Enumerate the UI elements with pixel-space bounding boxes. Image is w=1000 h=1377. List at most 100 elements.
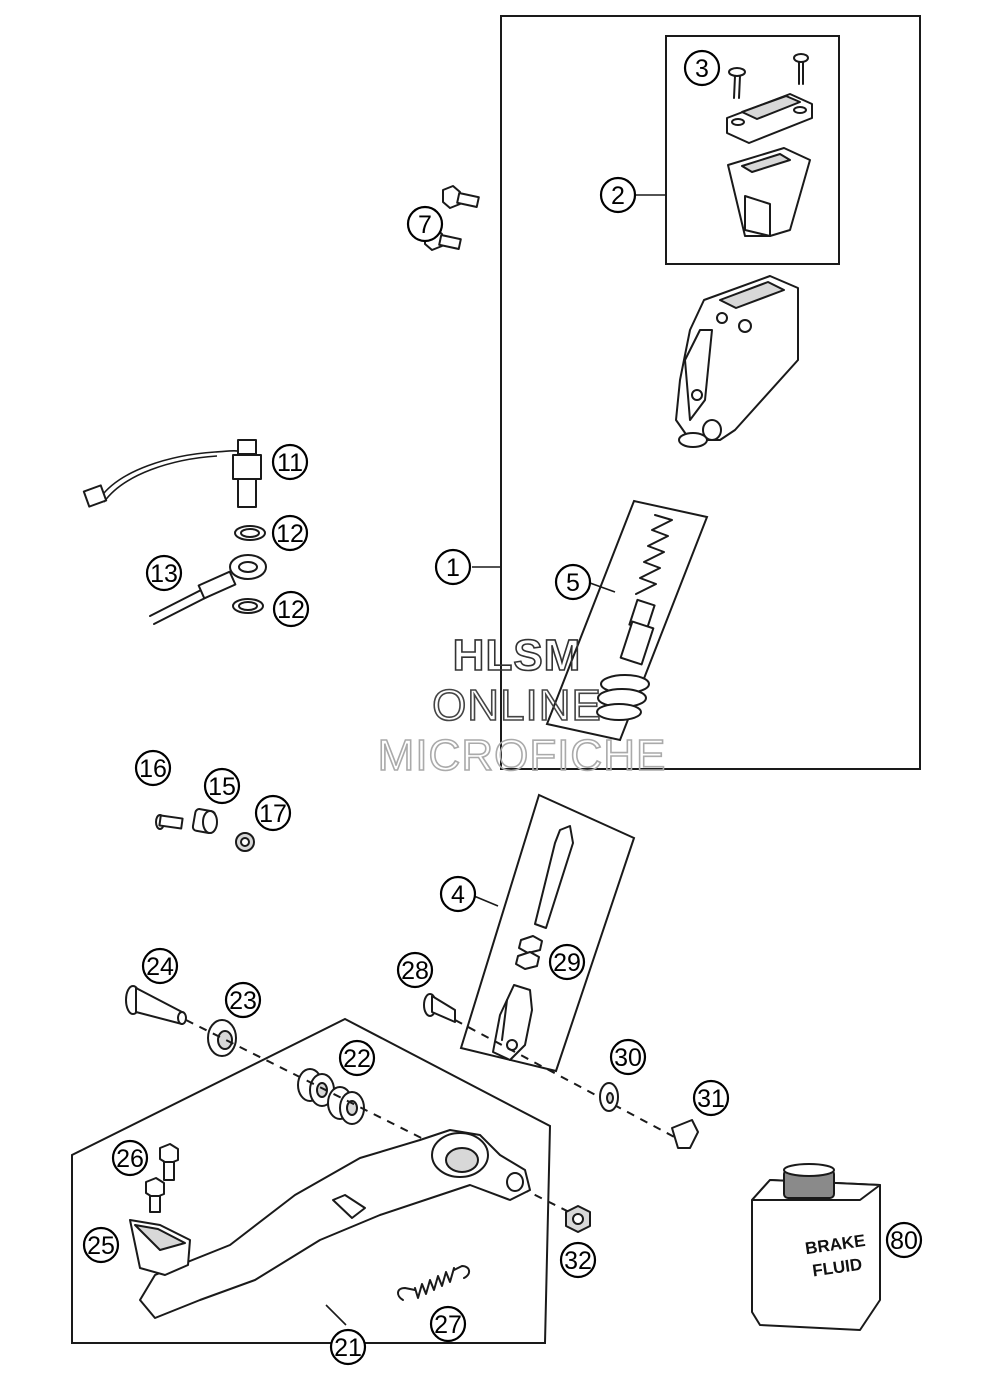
piston-spring: [635, 514, 673, 595]
callout-number: 80: [890, 1227, 918, 1255]
clevis-washer: [599, 1082, 619, 1112]
callout-80: 80: [885, 1221, 923, 1259]
watermark-line3: MICROFICHE: [378, 731, 667, 780]
pushrod-frame: [459, 793, 636, 1073]
callout-circle: [254, 794, 292, 832]
callout-number: 12: [276, 520, 304, 548]
callout-number: 15: [208, 773, 236, 801]
watermark-line1: HLSM: [453, 631, 582, 680]
callout-circle: [272, 590, 310, 628]
pin: [155, 814, 184, 830]
master-cylinder-body: [675, 275, 799, 448]
callout-number: 31: [697, 1085, 725, 1113]
callout-12: 12: [271, 514, 309, 552]
callout-7: 7: [406, 205, 444, 243]
callout-number: 26: [116, 1145, 144, 1173]
piston-kit-frame: [545, 499, 709, 742]
callout-number: 28: [401, 957, 429, 985]
callout-11: 11: [271, 443, 309, 481]
callout-15: 15: [203, 767, 241, 805]
assembly-axis-clevis: [454, 1019, 681, 1141]
step-bolt-lower: [145, 1177, 165, 1213]
callout-circle: [559, 1241, 597, 1279]
callout-circle: [329, 1328, 367, 1366]
clevis-pin: [423, 993, 456, 1023]
callout-29: 29: [548, 943, 586, 981]
cotter-pin: [671, 1119, 699, 1149]
callout-31: 31: [692, 1079, 730, 1117]
push-rod: [534, 825, 574, 929]
callout-22: 22: [338, 1039, 376, 1077]
callout-5: 5: [554, 563, 592, 601]
callout-number: 27: [434, 1311, 462, 1339]
sealing-washer-lower: [232, 598, 264, 614]
callout-circle: [271, 514, 309, 552]
callout-number: 2: [611, 182, 625, 210]
reservoir-cover: [726, 93, 813, 144]
brake-fluid-bottle: BRAKE FLUID: [751, 1163, 881, 1331]
callout-circle: [271, 443, 309, 481]
callout-number: 29: [553, 949, 581, 977]
callout-number: 25: [87, 1232, 115, 1260]
callout-circle: [145, 554, 183, 592]
callout-circle: [599, 176, 637, 214]
callout-circle: [224, 981, 262, 1019]
callout-circle: [554, 563, 592, 601]
callout-26: 26: [111, 1139, 149, 1177]
pivot-washer: [207, 1019, 237, 1057]
callout-30: 30: [609, 1038, 647, 1076]
callout-number: 32: [564, 1247, 592, 1275]
callout-3: 3: [683, 49, 721, 87]
callout-number: 7: [418, 211, 432, 239]
brake-light-switch: [82, 439, 262, 508]
sealing-washer-upper: [234, 525, 266, 541]
callout-circle: [396, 951, 434, 989]
return-spring: [397, 1265, 470, 1301]
callout-number: 24: [146, 953, 174, 981]
brake-line: [149, 554, 267, 625]
callout-17: 17: [254, 794, 292, 832]
callout-25: 25: [82, 1226, 120, 1264]
callout-32: 32: [559, 1241, 597, 1279]
footrest-tip: [129, 1219, 191, 1276]
clevis: [492, 984, 533, 1061]
reservoir-cover-frame: [665, 35, 840, 265]
callout-circle: [548, 943, 586, 981]
callout-number: 4: [451, 881, 465, 909]
callout-number: 21: [334, 1334, 362, 1362]
callout-circle: [134, 749, 172, 787]
callout-circle: [82, 1226, 120, 1264]
callout-circle: [434, 548, 472, 586]
callout-4: 4: [439, 875, 477, 913]
callout-circle: [141, 947, 179, 985]
callout-circle: [439, 875, 477, 913]
callout-number: 12: [277, 596, 305, 624]
callout-2: 2: [599, 176, 637, 214]
callout-circle: [111, 1139, 149, 1177]
callout-16: 16: [134, 749, 172, 787]
callout-number: 22: [343, 1045, 371, 1073]
bushing: [191, 808, 218, 834]
brake-pedal-frame: [71, 1017, 552, 1344]
step-bolt-upper: [159, 1143, 179, 1181]
callout-circle: [609, 1038, 647, 1076]
callout-number: 13: [150, 560, 178, 588]
callout-number: 17: [259, 800, 287, 828]
leader-lines: [325, 194, 666, 1326]
callout-13: 13: [145, 554, 183, 592]
callout-21: 21: [329, 1328, 367, 1366]
callout-12: 12: [272, 590, 310, 628]
callout-number: 3: [695, 55, 709, 83]
push-rod-nuts: [515, 935, 543, 970]
master-cylinder-frame: [500, 15, 921, 770]
pedal-bushing-2: [327, 1086, 365, 1125]
callout-24: 24: [141, 947, 179, 985]
callout-circle: [683, 49, 721, 87]
callout-27: 27: [429, 1305, 467, 1343]
callout-23: 23: [224, 981, 262, 1019]
lock-nut: [235, 832, 255, 852]
piston-boot: [596, 674, 650, 721]
callout-number: 5: [566, 569, 580, 597]
